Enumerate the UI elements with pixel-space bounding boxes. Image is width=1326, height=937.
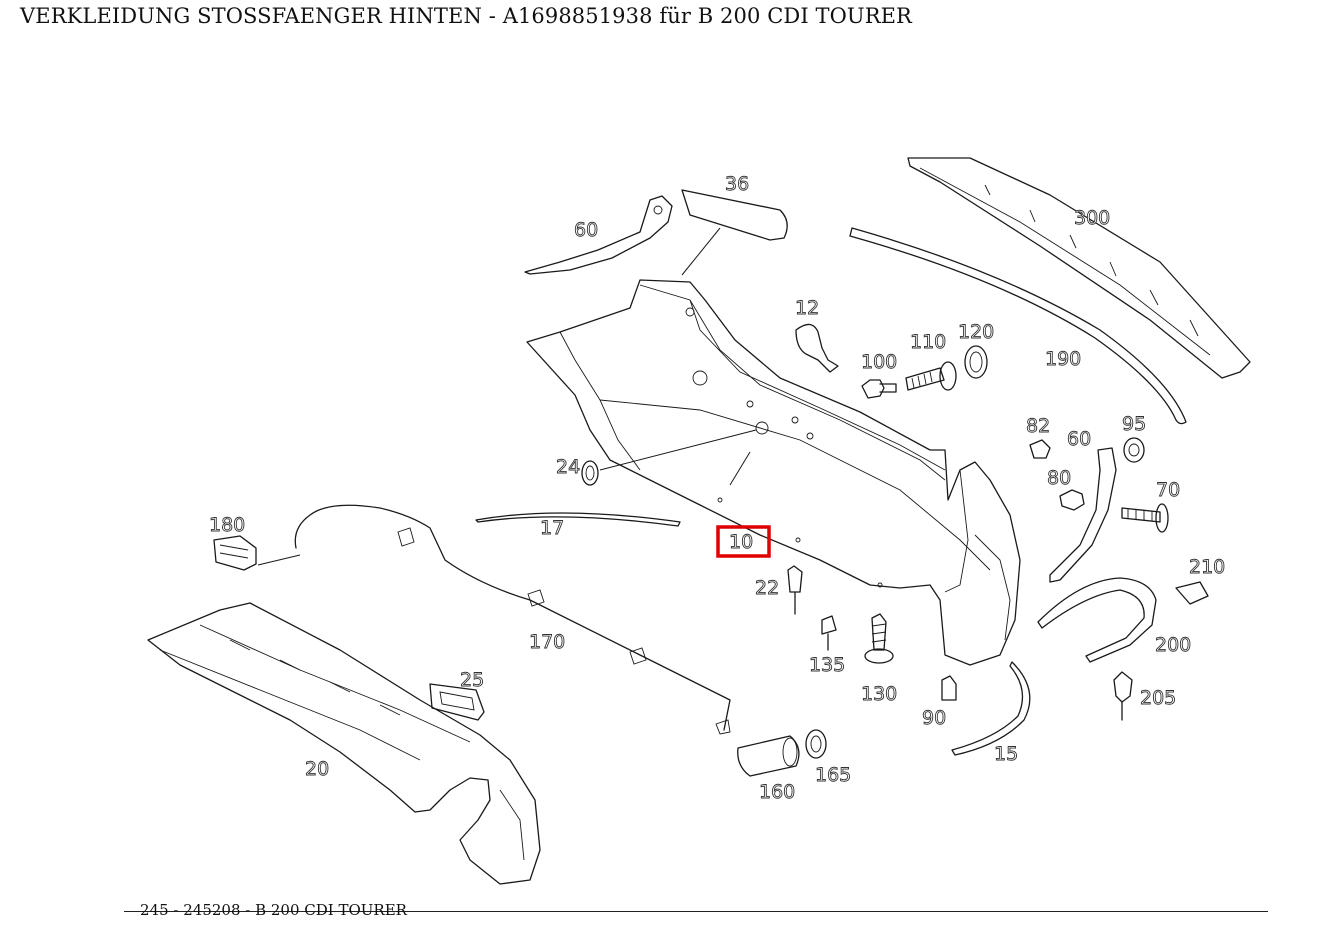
part-95[interactable] — [1123, 437, 1145, 463]
callout-70[interactable]: 70 — [1156, 479, 1181, 502]
part-10-bumper-cover[interactable] — [526, 279, 1021, 666]
part-130[interactable] — [864, 613, 894, 664]
leader-180 — [257, 554, 301, 566]
part-22[interactable] — [787, 565, 803, 615]
leader-24 — [599, 429, 757, 471]
callout-165[interactable]: 165 — [815, 764, 852, 787]
callout-36[interactable]: 36 — [725, 173, 750, 196]
selected-part-highlight — [716, 525, 771, 558]
callout-170[interactable]: 170 — [529, 631, 566, 654]
part-90[interactable] — [941, 675, 957, 701]
callout-135[interactable]: 135 — [809, 654, 846, 677]
callout-130[interactable]: 130 — [861, 683, 898, 706]
callout-15[interactable]: 15 — [994, 743, 1019, 766]
callout-80[interactable]: 80 — [1047, 467, 1072, 490]
callout-110[interactable]: 110 — [910, 331, 947, 354]
footer-caption: 245 - 245208 - B 200 CDI TOURER — [140, 901, 407, 919]
part-17[interactable] — [475, 512, 681, 527]
part-100[interactable] — [861, 379, 897, 399]
part-20[interactable] — [147, 602, 541, 885]
part-15[interactable] — [951, 661, 1031, 756]
part-120[interactable] — [964, 345, 988, 379]
leader-10 — [729, 451, 751, 486]
page-title: VERKLEIDUNG STOSSFAENGER HINTEN - A16988… — [20, 4, 912, 28]
footer-divider — [124, 911, 1268, 912]
callout-205[interactable]: 205 — [1140, 687, 1177, 710]
part-36[interactable] — [681, 189, 788, 241]
callout-100[interactable]: 100 — [861, 351, 898, 374]
callout-24[interactable]: 24 — [556, 456, 581, 479]
callout-200[interactable]: 200 — [1155, 634, 1192, 657]
callout-120[interactable]: 120 — [958, 321, 995, 344]
callout-210[interactable]: 210 — [1189, 556, 1226, 579]
callout-12[interactable]: 12 — [795, 297, 820, 320]
leader-36 — [681, 227, 721, 276]
callout-300[interactable]: 300 — [1074, 207, 1111, 230]
callout-20[interactable]: 20 — [305, 758, 330, 781]
callout-190[interactable]: 190 — [1045, 348, 1082, 371]
part-110[interactable] — [905, 361, 957, 391]
part-12[interactable] — [795, 323, 839, 373]
callout-95[interactable]: 95 — [1122, 413, 1147, 436]
part-210[interactable] — [1175, 581, 1209, 605]
callout-25[interactable]: 25 — [460, 669, 485, 692]
callout-160[interactable]: 160 — [759, 781, 796, 804]
part-135[interactable] — [821, 615, 837, 651]
part-25[interactable] — [429, 683, 485, 721]
part-24[interactable] — [581, 460, 599, 486]
part-300[interactable] — [907, 157, 1251, 379]
part-205[interactable] — [1113, 671, 1133, 721]
part-82[interactable] — [1029, 439, 1051, 459]
part-165[interactable] — [805, 729, 827, 759]
part-190[interactable] — [849, 227, 1187, 425]
callout-180[interactable]: 180 — [209, 514, 246, 537]
part-200[interactable] — [1037, 577, 1157, 663]
part-170[interactable] — [294, 504, 731, 735]
callout-60-left[interactable]: 60 — [574, 219, 599, 242]
callout-82[interactable]: 82 — [1026, 415, 1051, 438]
callout-17[interactable]: 17 — [540, 517, 565, 540]
part-80[interactable] — [1059, 489, 1085, 511]
part-70[interactable] — [1121, 503, 1169, 533]
part-60-left[interactable] — [524, 195, 673, 275]
callout-90[interactable]: 90 — [922, 707, 947, 730]
part-180[interactable] — [213, 535, 257, 571]
callout-22[interactable]: 22 — [755, 577, 780, 600]
part-60-right[interactable] — [1049, 447, 1117, 583]
part-160[interactable] — [737, 735, 800, 777]
callout-10[interactable]: 10 — [729, 531, 754, 554]
callout-60-right[interactable]: 60 — [1067, 428, 1092, 451]
